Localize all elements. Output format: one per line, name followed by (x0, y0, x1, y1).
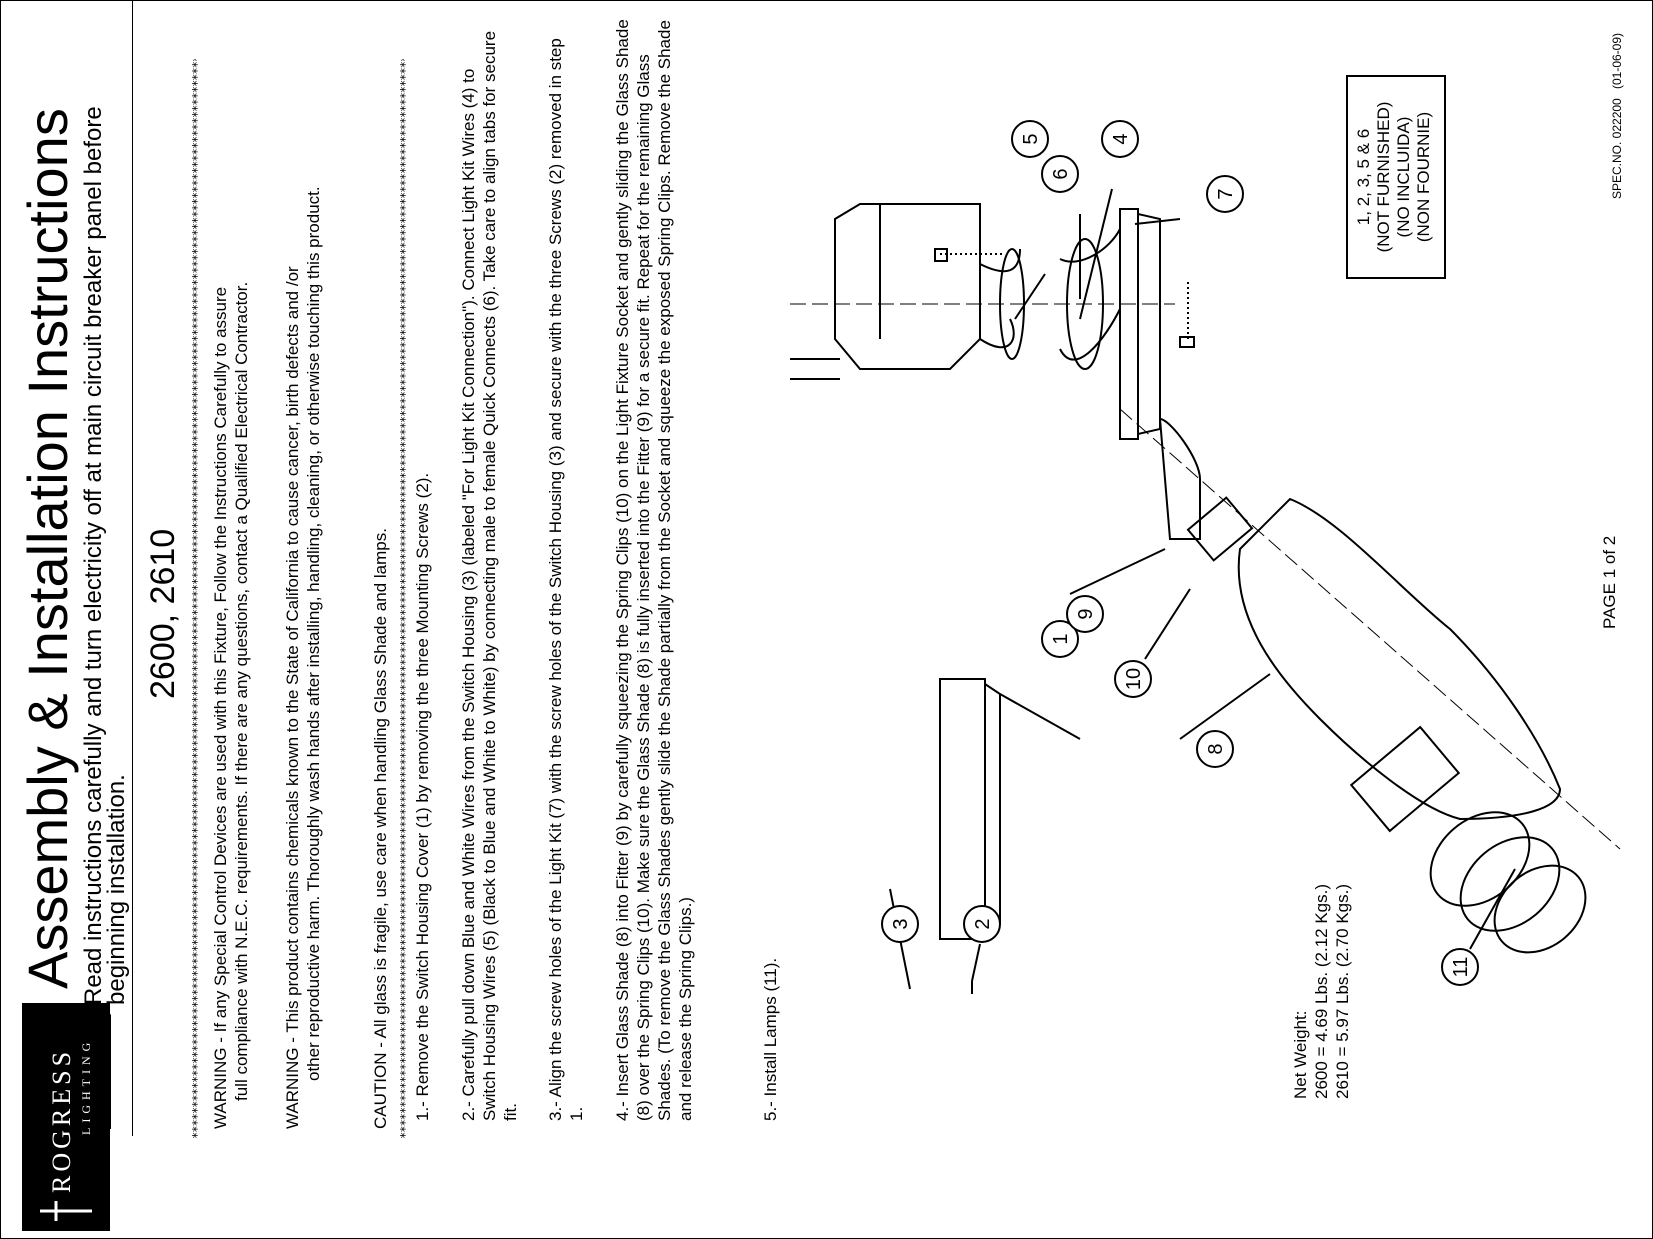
callout-label-8: 8 (1205, 743, 1227, 754)
not-furnished-en: (NOT FURNISHED) (1374, 101, 1393, 253)
leader-line-9 (1069, 548, 1166, 595)
callout-circle-6 (1041, 155, 1079, 193)
fitter-shape (1158, 417, 1201, 540)
pull-chain-knob (934, 248, 948, 262)
callout-label-7: 7 (1215, 188, 1237, 199)
callout-circle-11 (1441, 948, 1479, 986)
lamp-coil-2 (1459, 836, 1561, 932)
leader-line-7 (1134, 218, 1181, 225)
leader-line-4 (1079, 188, 1113, 320)
leader-line-1 (999, 693, 1081, 740)
callout-circle-1 (1041, 620, 1079, 658)
switch-housing-shape (834, 203, 981, 370)
callout-label-6: 6 (1050, 168, 1072, 179)
leader-line-8 (1179, 673, 1271, 740)
light-kit-plate (1119, 208, 1139, 440)
callout-circle-5 (1011, 120, 1049, 158)
not-furnished-box: 1, 2, 3, 5 & 6 (NOT FURNISHED) (NO INCLU… (1346, 75, 1446, 279)
callout-circle-2 (963, 905, 1001, 943)
callout-circle-4 (1101, 120, 1139, 158)
leader-line-11 (1469, 868, 1516, 950)
svg-text:LIGHTING: LIGHTING (79, 1038, 93, 1135)
leader-line-2 (971, 943, 981, 982)
kit-wire-b (1059, 228, 1121, 263)
callout-label-4: 4 (1110, 133, 1132, 144)
not-furnished-es: (NO INCLUIDA) (1394, 116, 1413, 238)
pull-chain-lower-knob (1179, 336, 1195, 348)
housing-cover-lip (984, 682, 1001, 936)
progress-logo-icon: ROGRESS LIGHTING (40, 1038, 93, 1221)
housing-wire-b (979, 248, 1021, 273)
housing-wire-a (979, 318, 1015, 349)
not-furnished-fr: (NON FOURNIE) (1414, 111, 1433, 243)
not-furnished-items: 1, 2, 3, 5 & 6 (1354, 128, 1373, 226)
revision-date: (01-06-09) (1610, 32, 1624, 89)
leader-line-10 (1144, 588, 1191, 660)
callout-label-11: 11 (1450, 957, 1472, 978)
callout-circle-8 (1196, 730, 1234, 768)
callout-label-10: 10 (1123, 668, 1145, 690)
glass-shade-shape (1237, 497, 1562, 821)
housing-cover-shape (939, 678, 986, 940)
callout-circle-10 (1114, 660, 1152, 698)
callout-label-9: 9 (1075, 608, 1097, 619)
kit-wire-a (1059, 308, 1121, 361)
page-number: PAGE 1 of 2 (1600, 535, 1619, 629)
leader-line-5 (1014, 273, 1046, 320)
callout-circle-9 (1066, 595, 1104, 633)
callout-circle-3 (881, 905, 919, 943)
lamp-coil-3 (1493, 864, 1587, 954)
callout-label-3: 3 (890, 918, 912, 929)
shade-axis (1119, 408, 1621, 850)
brand-logo: ROGRESS LIGHTING (22, 1003, 110, 1231)
spec-number: SPEC.NO. 022200 (1610, 98, 1624, 199)
light-kit-lip (1137, 212, 1161, 436)
socket-shape (1186, 496, 1254, 562)
callout-label-5: 5 (1020, 133, 1042, 144)
svg-text:ROGRESS: ROGRESS (47, 1048, 76, 1193)
lamp-base (1349, 725, 1461, 833)
callout-label-1: 1 (1050, 633, 1072, 644)
callout-circle-7 (1206, 175, 1244, 213)
callout-label-2: 2 (972, 918, 994, 929)
